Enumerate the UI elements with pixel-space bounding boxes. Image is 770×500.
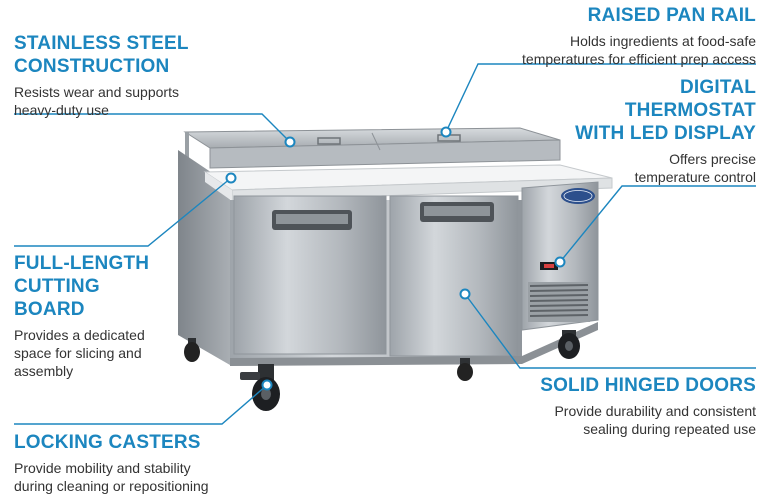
callout-title: STAINLESS STEEL CONSTRUCTION xyxy=(14,32,214,78)
leader-lines xyxy=(14,63,756,425)
callout-title: FULL-LENGTH CUTTING BOARD xyxy=(14,252,214,321)
title-line: RAISED PAN RAIL xyxy=(587,5,756,26)
title-line: CONSTRUCTION xyxy=(14,56,170,77)
callout-title: RAISED PAN RAIL xyxy=(456,4,756,27)
title-line: LOCKING CASTERS xyxy=(14,432,201,453)
side-panel xyxy=(178,150,230,365)
callout-pan-rail: RAISED PAN RAIL Holds ingredients at foo… xyxy=(456,4,756,68)
callout-title: SOLID HINGED DOORS xyxy=(496,374,756,397)
desc-line: Offers precise xyxy=(669,151,756,167)
callout-title: LOCKING CASTERS xyxy=(14,431,244,454)
desc-line: Provide mobility and stability xyxy=(14,460,191,476)
callout-description: Provides a dedicated space for slicing a… xyxy=(14,326,214,380)
title-line: SOLID HINGED DOORS xyxy=(540,375,756,396)
desc-line: Holds ingredients at food-safe xyxy=(570,33,756,49)
callout-cutting-board: FULL-LENGTH CUTTING BOARD Provides a ded… xyxy=(14,252,214,380)
desc-line: temperatures for efficient prep access xyxy=(522,51,756,67)
desc-line: during cleaning or repositioning xyxy=(14,478,209,494)
title-line: THERMOSTAT xyxy=(624,100,756,121)
desc-line: Provides a dedicated xyxy=(14,327,145,343)
casters xyxy=(184,330,580,411)
desc-line: assembly xyxy=(14,363,74,379)
title-line: FULL-LENGTH xyxy=(14,253,150,274)
leader-dots xyxy=(225,126,566,391)
desc-line: Resists wear and supports xyxy=(14,84,179,100)
callout-description: Offers precise temperature control xyxy=(536,150,756,186)
callout-description: Provide mobility and stability during cl… xyxy=(14,459,244,495)
desc-line: temperature control xyxy=(634,169,756,185)
title-line: BOARD xyxy=(14,299,85,320)
compressor-housing xyxy=(521,181,599,331)
callout-casters: LOCKING CASTERS Provide mobility and sta… xyxy=(14,431,244,495)
doors xyxy=(233,195,519,357)
title-line: STAINLESS STEEL xyxy=(14,33,189,54)
callout-thermostat: DIGITAL THERMOSTAT WITH LED DISPLAY Offe… xyxy=(536,76,756,186)
callout-stainless-steel: STAINLESS STEEL CONSTRUCTION Resists wea… xyxy=(14,32,214,119)
pan-rail xyxy=(183,127,561,169)
callout-title: DIGITAL THERMOSTAT WITH LED DISPLAY xyxy=(536,76,756,145)
title-line: CUTTING xyxy=(14,276,100,297)
callout-hinged-doors: SOLID HINGED DOORS Provide durability an… xyxy=(496,374,756,438)
desc-line: space for slicing and xyxy=(14,345,142,361)
title-line: DIGITAL xyxy=(680,77,756,98)
callout-description: Resists wear and supports heavy-duty use xyxy=(14,83,214,119)
desc-line: heavy-duty use xyxy=(14,102,109,118)
title-line: WITH LED DISPLAY xyxy=(575,123,756,144)
desc-line: sealing during repeated use xyxy=(583,421,756,437)
callout-description: Provide durability and consistent sealin… xyxy=(496,402,756,438)
callout-description: Holds ingredients at food-safe temperatu… xyxy=(456,32,756,68)
vent-grille xyxy=(528,282,590,322)
desc-line: Provide durability and consistent xyxy=(554,403,756,419)
